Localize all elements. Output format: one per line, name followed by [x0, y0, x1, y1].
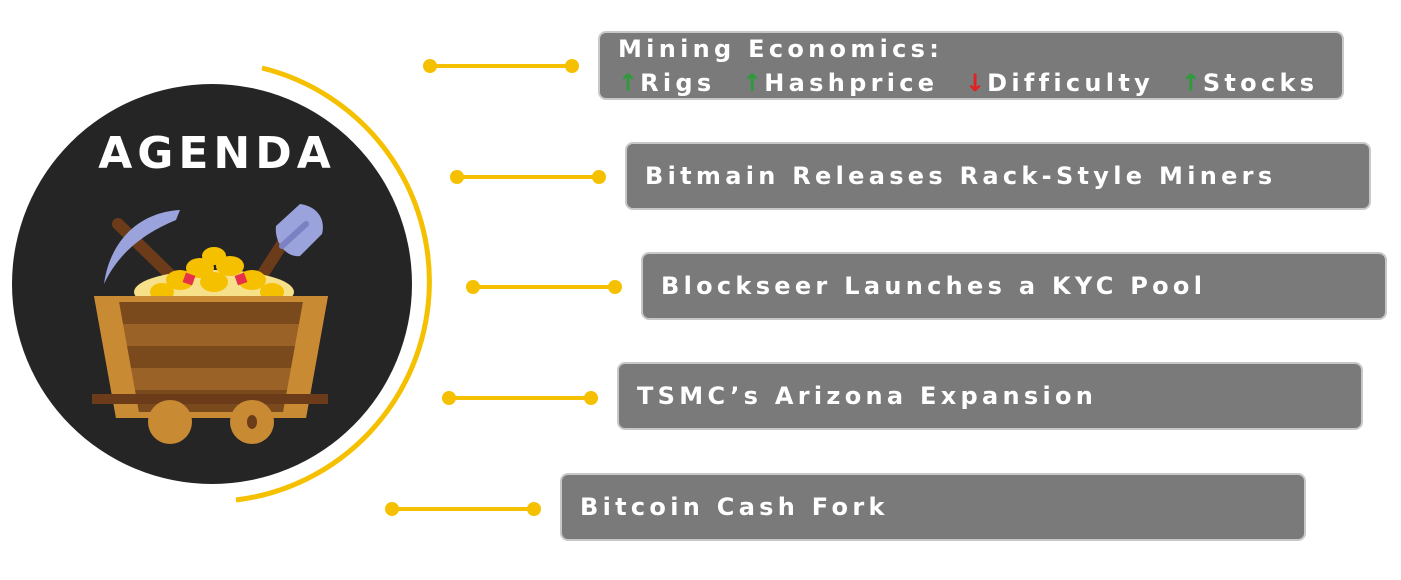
agenda-item-tsmc: TSMC’s Arizona Expansion [617, 362, 1363, 430]
indicator-hashprice: ↑Hashprice [742, 69, 938, 97]
agenda-item-bitcoin-cash: Bitcoin Cash Fork [560, 473, 1306, 541]
indicator-stocks: ↑Stocks [1181, 69, 1319, 97]
agenda-item-label: Bitmain Releases Rack-Style Miners [645, 162, 1277, 190]
agenda-item-bitmain: Bitmain Releases Rack-Style Miners [625, 142, 1371, 210]
agenda-item-blockseer: Blockseer Launches a KYC Pool [641, 252, 1387, 320]
agenda-item-label: Bitcoin Cash Fork [580, 493, 889, 521]
indicator-difficulty: ↓Difficulty [965, 69, 1154, 97]
agenda-title: AGENDA [98, 128, 336, 179]
agenda-item-label: Blockseer Launches a KYC Pool [661, 272, 1207, 300]
down-arrow-icon: ↓ [965, 68, 986, 97]
agenda-item-heading: Mining Economics: [618, 34, 944, 63]
indicator-row: ↑Rigs ↑Hashprice ↓Difficulty ↑Stocks [618, 66, 1332, 99]
mining-cart-icon [92, 204, 328, 444]
up-arrow-icon: ↑ [618, 68, 639, 97]
up-arrow-icon: ↑ [742, 68, 763, 97]
agenda-item-mining-economics: Mining Economics: ↑Rigs ↑Hashprice ↓Diff… [598, 31, 1344, 100]
up-arrow-icon: ↑ [1180, 68, 1201, 97]
agenda-item-label: TSMC’s Arizona Expansion [637, 382, 1098, 410]
indicator-rigs: ↑Rigs [618, 69, 715, 97]
